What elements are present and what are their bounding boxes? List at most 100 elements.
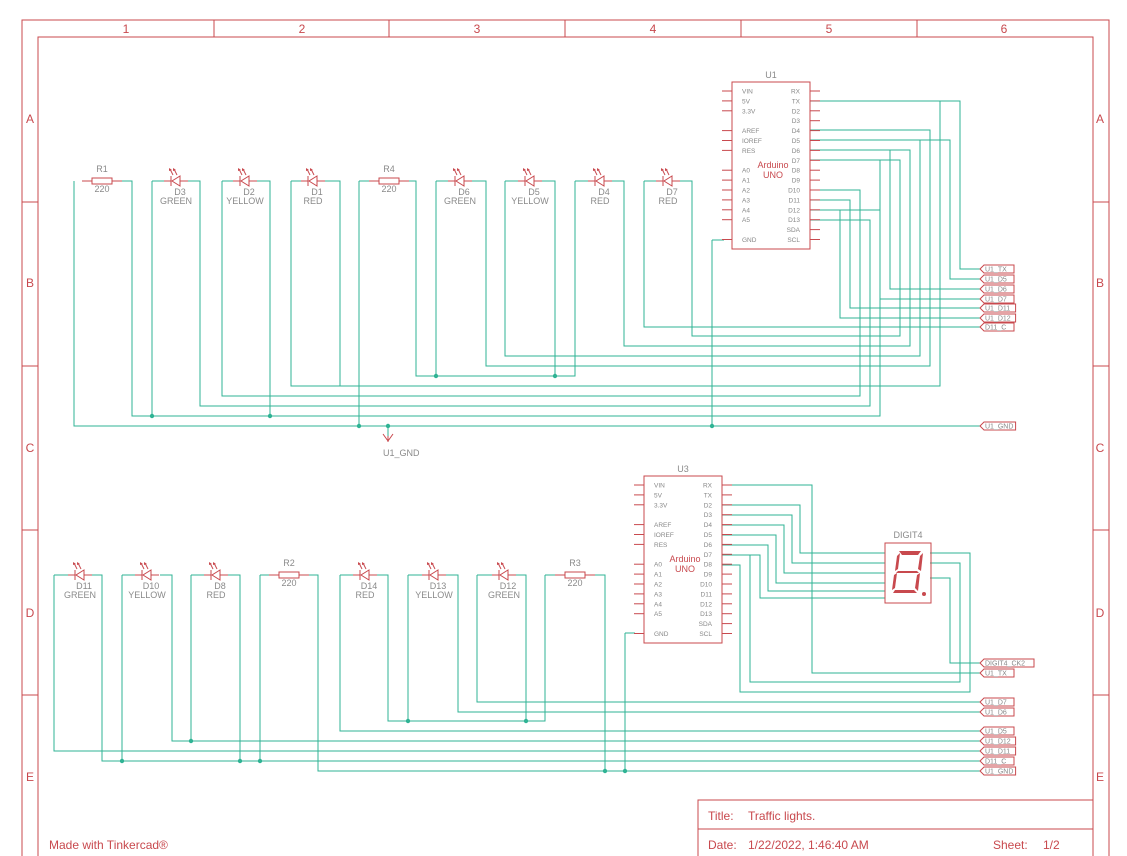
pin-label: D8 — [792, 168, 801, 175]
pin-label: A0 — [742, 168, 750, 175]
sheet-frame — [21, 19, 1110, 856]
pin-label: A0 — [654, 562, 662, 569]
pin-label: D6 — [704, 542, 713, 549]
sheet-value: 1/2 — [1043, 838, 1060, 852]
pin-label: RES — [742, 148, 756, 155]
part-value: 220 — [281, 578, 296, 588]
part-ref: D1 — [311, 187, 323, 197]
column-label: 5 — [826, 22, 833, 36]
row-label-right: A — [1096, 112, 1104, 126]
part-value: RED — [355, 590, 375, 600]
part-ref: D4 — [598, 187, 610, 197]
pin-label: D11 — [789, 197, 801, 204]
net-label: U1_D5 — [985, 729, 1007, 736]
pin-label: D6 — [792, 148, 801, 155]
part-value: RED — [590, 196, 610, 206]
net-labels-bottom: DIGIT4_CK2U1_TXU1_D7U1_D6U1_D5U1_D12U1_D… — [979, 658, 1035, 776]
part-ref: D8 — [214, 581, 226, 591]
part-ref: D13 — [430, 581, 447, 591]
row-label-left: E — [26, 770, 34, 784]
pin-label: D10 — [788, 188, 800, 195]
pin-label: A1 — [654, 572, 662, 579]
net-label: U1_D5 — [985, 277, 1007, 284]
pin-label: GND — [742, 237, 757, 244]
row-label-left: D — [26, 606, 35, 620]
net-label: U1_D11 — [985, 306, 1010, 313]
arduino-name: Arduino — [669, 554, 700, 564]
part-value: 220 — [94, 184, 109, 194]
pin-label: D9 — [704, 572, 713, 579]
net-label: D11_C — [985, 759, 1006, 766]
pin-label: SCL — [699, 631, 712, 638]
part-ref: D2 — [243, 187, 255, 197]
title-block: Title: Traffic lights. Date: 1/22/2022, … — [697, 799, 1094, 856]
part-value: 220 — [567, 578, 582, 588]
pin-label: 3.3V — [654, 502, 668, 509]
net-label: DIGIT4_CK2 — [985, 661, 1025, 668]
part-value: RED — [206, 590, 226, 600]
part-value: GREEN — [160, 196, 192, 206]
pin-label: VIN — [654, 483, 665, 490]
net-label: U1_GND — [985, 769, 1013, 776]
pin-label: D12 — [700, 601, 712, 608]
title-label: Title: — [708, 809, 734, 823]
pin-label: A5 — [742, 217, 750, 224]
column-label: 6 — [1001, 22, 1008, 36]
pin-label: IOREF — [654, 532, 674, 539]
pin-label: D4 — [704, 522, 713, 529]
title-value: Traffic lights. — [748, 809, 815, 823]
row-label-right: D — [1096, 606, 1105, 620]
pin-label: GND — [654, 631, 669, 638]
net-label: U1_GND — [985, 424, 1013, 431]
pin-label: A5 — [654, 611, 662, 618]
part-value: RED — [303, 196, 323, 206]
pin-label: A2 — [654, 582, 662, 589]
arduino-ref: U1 — [765, 70, 777, 80]
date-label: Date: — [708, 838, 737, 852]
row-label-right: E — [1096, 770, 1104, 784]
pin-label: A4 — [654, 601, 662, 608]
pin-label: TX — [704, 492, 713, 499]
wires — [53, 100, 980, 772]
pin-label: RES — [654, 542, 668, 549]
row-label-left: A — [26, 112, 34, 126]
column-label: 4 — [650, 22, 657, 36]
part-value: RED — [658, 196, 678, 206]
net-label: U1_D11 — [985, 749, 1010, 756]
net-label: U1_D7 — [985, 297, 1007, 304]
part-ref: R4 — [383, 164, 395, 174]
pin-label: D8 — [704, 562, 713, 569]
pin-label: IOREF — [742, 138, 762, 145]
pin-label: SDA — [699, 621, 713, 628]
net-label: U1_TX — [985, 671, 1007, 678]
part-ref: D14 — [361, 581, 378, 591]
arduino-name: UNO — [763, 170, 783, 180]
net-label: U1_D6 — [985, 287, 1007, 294]
net-label: D11_C — [985, 325, 1006, 332]
part-value: YELLOW — [128, 590, 166, 600]
pin-label: A4 — [742, 207, 750, 214]
part-ref: D11 — [76, 581, 92, 591]
column-label: 1 — [123, 22, 130, 36]
date-value: 1/22/2022, 1:46:40 AM — [748, 838, 869, 852]
pin-label: D7 — [704, 552, 713, 559]
net-label: U1_TX — [985, 267, 1007, 274]
ground-symbol: U1_GND — [382, 433, 420, 458]
pin-label: D4 — [792, 128, 801, 135]
part-ref: D6 — [458, 187, 470, 197]
column-label: 3 — [474, 22, 481, 36]
part-ref: D12 — [500, 581, 517, 591]
made-with-tinkercad: Made with Tinkercad® — [49, 838, 168, 852]
pin-label: 3.3V — [742, 108, 756, 115]
